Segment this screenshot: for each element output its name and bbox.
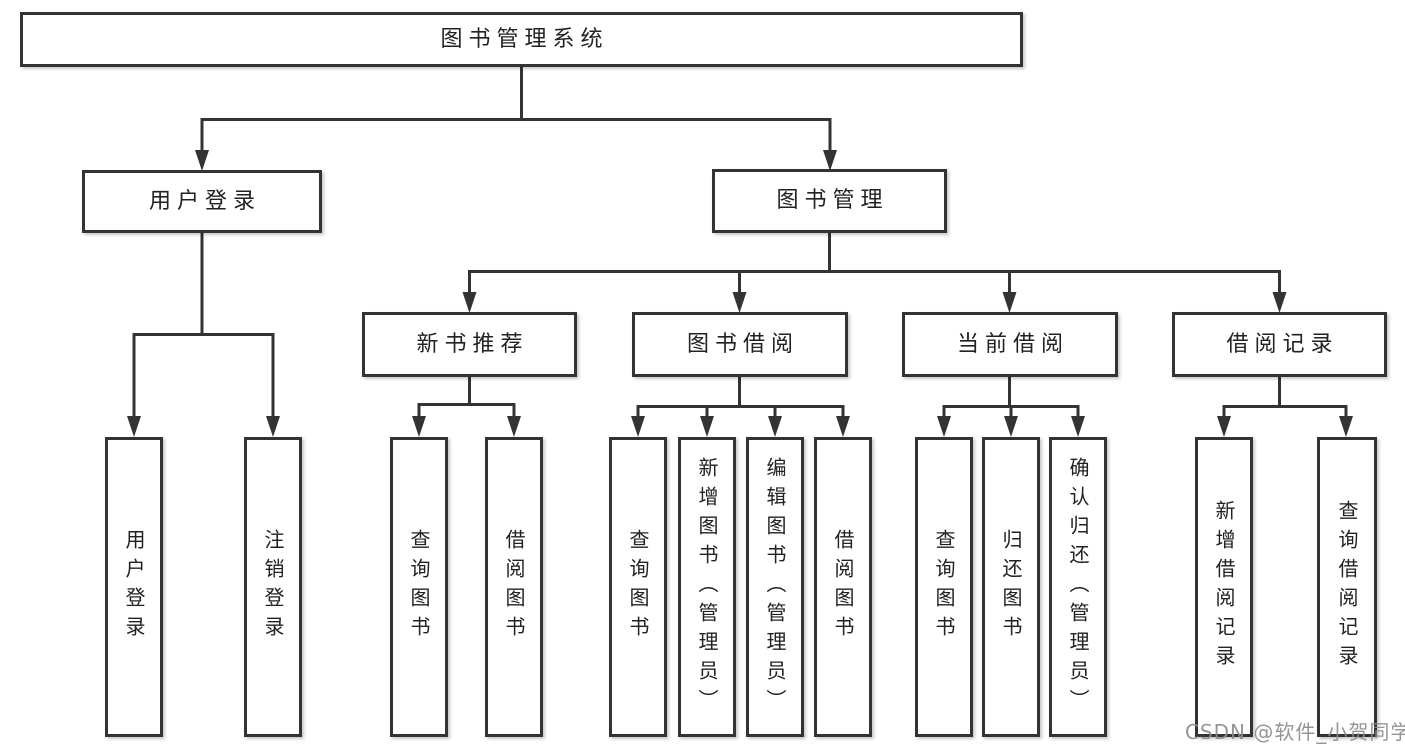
leaf-add-borrow-record-label: 新增借阅记录	[1212, 500, 1236, 674]
leaf-borrow-book-1: 借阅图书	[485, 437, 543, 737]
node-new-book-recommend-label: 新书推荐	[416, 331, 529, 357]
node-root-label: 图书管理系统	[440, 26, 609, 52]
leaf-query-book-1: 查询图书	[390, 437, 448, 737]
node-user-login: 用户登录	[82, 170, 322, 233]
connector-user-login-to-leaves	[127, 231, 280, 437]
leaf-edit-book-admin-label: 编辑图书（管理员）	[763, 456, 787, 718]
node-user-login-label: 用户登录	[148, 188, 261, 214]
leaf-borrow-book-2: 借阅图书	[814, 437, 872, 737]
leaf-confirm-return-admin: 确认归还（管理员）	[1049, 437, 1107, 737]
leaf-add-book-admin-label: 新增图书（管理员）	[695, 456, 719, 718]
leaf-query-book-3-label: 查询图书	[932, 529, 956, 645]
leaf-user-login: 用户登录	[105, 437, 163, 737]
connector-borrow-records-to-leaves	[1217, 375, 1353, 437]
connector-root-to-level2	[195, 65, 837, 171]
connector-book-management-to-level3	[462, 231, 1287, 313]
leaf-borrow-book-2-label: 借阅图书	[831, 529, 855, 645]
leaf-query-borrow-record-label: 查询借阅记录	[1335, 500, 1359, 674]
node-book-borrow: 图书借阅	[632, 312, 848, 377]
node-borrow-records-label: 借阅记录	[1226, 331, 1339, 357]
csdn-watermark: CSDN @软件_小贺同学	[1185, 720, 1405, 744]
leaf-query-book-1-label: 查询图书	[407, 529, 431, 645]
leaf-query-borrow-record: 查询借阅记录	[1317, 437, 1377, 737]
leaf-query-book-2: 查询图书	[609, 437, 667, 737]
node-current-borrow: 当前借阅	[902, 312, 1118, 377]
node-new-book-recommend: 新书推荐	[362, 312, 577, 377]
node-root: 图书管理系统	[20, 12, 1023, 67]
leaf-logout-label: 注销登录	[261, 529, 285, 645]
leaf-return-book-label: 归还图书	[999, 529, 1023, 645]
leaf-add-book-admin: 新增图书（管理员）	[678, 437, 736, 737]
node-book-borrow-label: 图书借阅	[686, 331, 799, 357]
connector-current-borrow-to-leaves	[937, 375, 1085, 437]
leaf-borrow-book-1-label: 借阅图书	[502, 529, 526, 645]
leaf-edit-book-admin: 编辑图书（管理员）	[746, 437, 804, 737]
node-current-borrow-label: 当前借阅	[956, 331, 1069, 357]
node-borrow-records: 借阅记录	[1172, 312, 1387, 377]
node-book-management-label: 图书管理	[776, 188, 889, 213]
connector-new-book-to-leaves	[412, 375, 521, 437]
leaf-query-book-2-label: 查询图书	[626, 529, 650, 645]
leaf-logout: 注销登录	[244, 437, 302, 737]
leaf-query-book-3: 查询图书	[915, 437, 973, 737]
leaf-confirm-return-admin-label: 确认归还（管理员）	[1066, 456, 1090, 718]
leaf-return-book: 归还图书	[982, 437, 1040, 737]
leaf-user-login-label: 用户登录	[122, 529, 146, 645]
connector-book-borrow-to-leaves	[631, 374, 850, 437]
node-book-management: 图书管理	[712, 169, 947, 233]
leaf-add-borrow-record: 新增借阅记录	[1195, 437, 1253, 737]
